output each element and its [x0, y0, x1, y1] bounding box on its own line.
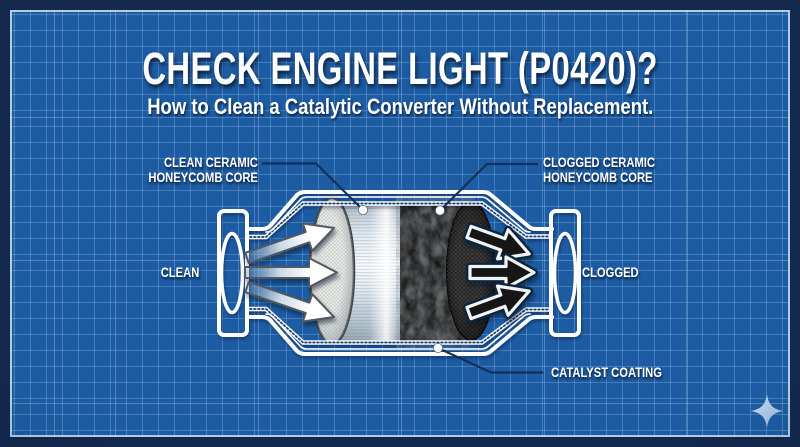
- converter-shell: [217, 190, 581, 356]
- label-clean-core-line1: CLEAN CERAMIC: [164, 154, 258, 170]
- outlet-pipe: [549, 209, 581, 337]
- label-clogged-core-line1: CLOGGED CERAMIC: [543, 154, 655, 170]
- label-clean-core-line2: HONEYCOMB CORE: [148, 169, 258, 185]
- clogged-arrow-top: [462, 222, 534, 263]
- label-clogged-flow: CLOGGED: [582, 264, 639, 280]
- leader-dot-catalyst-coating: [432, 342, 443, 353]
- outlet-opening: [552, 231, 578, 315]
- label-catalyst-coating: CATALYST COATING: [551, 364, 662, 380]
- header: CHECK ENGINE LIGHT (P0420)? How to Clean…: [0, 44, 800, 120]
- leader-dot-clogged-core: [434, 205, 445, 216]
- leader-clean-core: [262, 162, 364, 211]
- clogged-arrow-middle: [466, 253, 538, 292]
- leader-lines: [262, 162, 543, 374]
- leader-catalyst-coating: [437, 347, 543, 374]
- inlet-opening: [219, 231, 245, 315]
- page-subtitle: How to Clean a Catalytic Converter Witho…: [146, 94, 654, 119]
- inlet-pipe: [217, 209, 249, 337]
- shell-outline-bottom: [245, 315, 554, 356]
- shell-inner-line-top: [265, 196, 531, 233]
- leader-dot-clean-core: [357, 204, 368, 215]
- clean-arrow-middle: [244, 257, 338, 288]
- label-clean-core: CLEAN CERAMIC HONEYCOMB CORE: [148, 155, 258, 185]
- label-clean-flow: CLEAN: [160, 264, 200, 280]
- clogged-arrow-bottom: [462, 282, 534, 323]
- clean-flow-arrows: [244, 222, 338, 323]
- clean-arrow-top: [244, 222, 335, 265]
- catalyst-coating-band: [247, 201, 553, 345]
- page-title: CHECK ENGINE LIGHT (P0420)?: [142, 43, 658, 94]
- label-clogged-core-line2: HONEYCOMB CORE: [543, 169, 653, 185]
- leader-clogged-core: [439, 162, 538, 212]
- shell-inner-line-bottom: [265, 313, 531, 350]
- label-clogged-core: CLOGGED CERAMIC HONEYCOMB CORE: [543, 155, 655, 185]
- shell-outline-top: [245, 190, 554, 231]
- clogged-flow-arrows: [462, 222, 538, 323]
- clean-arrow-bottom: [244, 280, 335, 323]
- sparkle-icon: [750, 394, 784, 428]
